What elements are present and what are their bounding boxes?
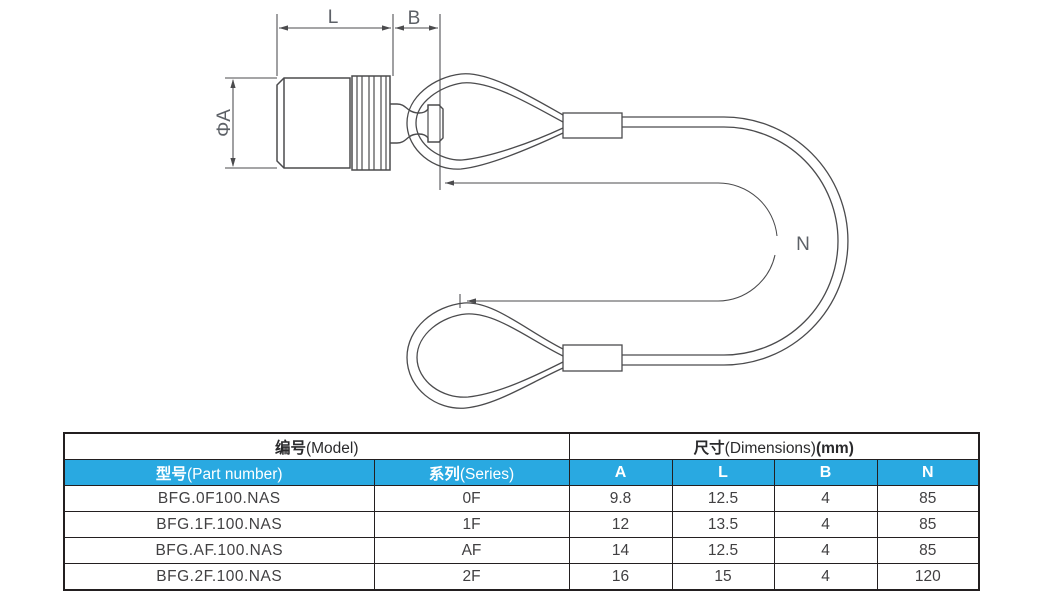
cell-part-number: BFG.0F100.NAS — [63, 485, 375, 512]
table-row: BFG.2F.100.NAS 2F 16 15 4 120 — [63, 563, 980, 591]
cap-ribs-outline — [351, 75, 391, 171]
arrow-L-left — [279, 25, 288, 31]
group-header-model-en: (Model) — [305, 439, 359, 457]
cell-series: 2F — [373, 563, 570, 591]
top-loop-outer — [406, 73, 564, 170]
table-group-header-row: 编号(Model) 尺寸(Dimensions)(mm) — [63, 432, 980, 460]
technical-drawing: L B ΦA N — [214, 7, 849, 409]
dust-cap-part — [276, 75, 444, 171]
cell-part-number: BFG.2F.100.NAS — [63, 563, 375, 591]
cell-B: 4 — [773, 537, 878, 564]
cell-series: AF — [373, 537, 570, 564]
top-loop-inner — [415, 82, 564, 161]
cell-N: 120 — [876, 563, 980, 591]
cap-body — [276, 77, 351, 169]
arrow-diameter-bottom — [230, 158, 236, 167]
spec-table-container: 编号(Model) 尺寸(Dimensions)(mm) 型号(Part num… — [63, 432, 981, 591]
bottom-loop-outer — [406, 302, 564, 409]
cell-B: 4 — [773, 485, 878, 512]
column-header-part-number-zh: 型号 — [155, 465, 187, 483]
group-header-dimensions-zh: 尺寸 — [693, 439, 725, 457]
group-header-dimensions-unit: (mm) — [815, 439, 854, 457]
group-header-dimensions: 尺寸(Dimensions)(mm) — [568, 432, 980, 460]
dimension-label-N: N — [796, 234, 810, 255]
group-header-model: 编号(Model) — [63, 432, 570, 460]
column-header-B: B — [773, 459, 878, 486]
cell-L: 13.5 — [671, 511, 775, 538]
dimension-arrowheads — [230, 25, 476, 304]
arrow-diameter-top — [230, 79, 236, 88]
table-row: BFG.1F.100.NAS 1F 12 13.5 4 85 — [63, 511, 980, 538]
column-header-N: N — [876, 459, 980, 486]
cell-series: 0F — [373, 485, 570, 512]
bottom-loop-inner — [416, 313, 564, 398]
column-header-part-number-en: (Part number) — [186, 465, 283, 483]
cell-series: 1F — [373, 511, 570, 538]
cell-L: 15 — [671, 563, 775, 591]
table-row: BFG.0F100.NAS 0F 9.8 12.5 4 85 — [63, 485, 980, 512]
cell-A: 16 — [568, 563, 673, 591]
dim-line-N-upper — [445, 182, 778, 237]
dim-line-N-lower — [467, 254, 776, 302]
cell-part-number: BFG.AF.100.NAS — [63, 537, 375, 564]
cell-B: 4 — [773, 563, 878, 591]
cable-u-inner — [723, 126, 839, 356]
cell-A: 14 — [568, 537, 673, 564]
lanyard-cable — [406, 73, 849, 409]
spec-table: 编号(Model) 尺寸(Dimensions)(mm) 型号(Part num… — [63, 432, 981, 591]
arrow-B-right — [429, 25, 438, 31]
column-header-part-number: 型号(Part number) — [63, 459, 375, 486]
column-header-A: A — [568, 459, 673, 486]
group-header-dimensions-en: (Dimensions) — [724, 439, 816, 457]
cable-u-outer — [723, 116, 849, 366]
arrow-N-bottom — [467, 298, 476, 304]
cell-L: 12.5 — [671, 537, 775, 564]
cell-N: 85 — [876, 511, 980, 538]
column-header-series: 系列(Series) — [373, 459, 570, 486]
arrow-L-right — [382, 25, 391, 31]
cell-L: 12.5 — [671, 485, 775, 512]
cell-N: 85 — [876, 485, 980, 512]
table-column-header-row: 型号(Part number) 系列(Series) A L B N — [63, 459, 980, 486]
arrow-N-top — [445, 180, 454, 186]
bottom-crimp-sleeve — [562, 344, 623, 372]
group-header-model-zh: 编号 — [274, 439, 306, 457]
cell-A: 9.8 — [568, 485, 673, 512]
arrow-B-left — [395, 25, 404, 31]
dimension-label-L: L — [328, 7, 339, 28]
cell-B: 4 — [773, 511, 878, 538]
column-header-series-zh: 系列 — [428, 465, 460, 483]
dimension-label-B: B — [408, 8, 421, 29]
dimension-label-diameter: ΦA — [214, 109, 235, 137]
top-crimp-sleeve — [562, 112, 623, 139]
cell-part-number: BFG.1F.100.NAS — [63, 511, 375, 538]
cell-N: 85 — [876, 537, 980, 564]
cap-rib-lines — [356, 76, 387, 170]
column-header-series-en: (Series) — [459, 465, 515, 483]
table-row: BFG.AF.100.NAS AF 14 12.5 4 85 — [63, 537, 980, 564]
dimension-lines — [225, 14, 778, 308]
cell-A: 12 — [568, 511, 673, 538]
column-header-L: L — [671, 459, 775, 486]
